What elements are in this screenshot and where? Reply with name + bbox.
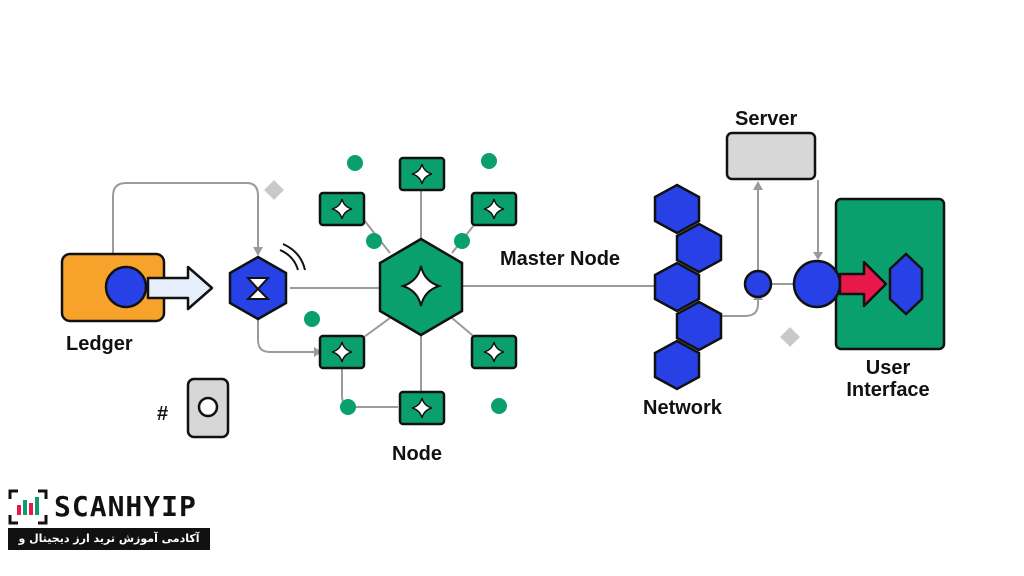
master-node-label: Master Node [500, 248, 620, 270]
green-dots [304, 153, 507, 415]
network-hexagon [653, 339, 701, 391]
validator [228, 243, 306, 321]
network-stack [653, 183, 723, 391]
ledger-label: Ledger [66, 333, 133, 355]
star-icon [411, 163, 433, 185]
node-label: Node [392, 443, 442, 465]
green-dot [454, 233, 470, 249]
star-icon [331, 198, 353, 220]
ledger-arrow [146, 265, 214, 311]
green-dot [491, 398, 507, 414]
peer-node-bottom-left [318, 334, 366, 370]
arrow-into-lower-node [314, 347, 322, 357]
network-hexagon [653, 261, 701, 313]
brand-tagline: آکادمی آموزش ترید ارز دیجیتال و فارکس [8, 528, 210, 567]
gray-diamond-top [264, 180, 284, 200]
hub-spoke-bottom-left [363, 317, 391, 338]
brand-row: SCANHYIP [8, 488, 212, 526]
arrow-into-validator [253, 247, 263, 256]
ledger-to-validator-line [112, 182, 259, 253]
ledger-circle [104, 265, 148, 309]
user-interface [792, 197, 946, 351]
network-to-server-line [700, 296, 759, 317]
green-dot [340, 399, 356, 415]
validator-to-lower-node-line [257, 320, 318, 353]
server-box [725, 131, 817, 181]
signal-icon [279, 243, 306, 271]
star-icon [331, 341, 353, 363]
user-interface-label-line1: User [866, 357, 911, 379]
star-icon [399, 265, 443, 307]
ledger [60, 252, 214, 323]
connectors [112, 180, 819, 408]
ui-input-circle [792, 259, 842, 309]
peer-node-top-right [470, 191, 518, 227]
green-dot [347, 155, 363, 171]
peer-node-top-left [318, 191, 366, 227]
user-interface-label-line2: Interface [846, 379, 929, 401]
green-dot [481, 153, 497, 169]
network-label: Network [643, 397, 723, 419]
star-icon [483, 198, 505, 220]
star-icon [411, 397, 433, 419]
brand-watermark: SCANHYIP آکادمی آموزش ترید ارز دیجیتال و… [8, 488, 212, 567]
green-dot [304, 311, 320, 327]
server-label: Server [735, 108, 797, 130]
peer-node-bottom [398, 390, 446, 426]
brand-name: SCANHYIP [54, 490, 197, 523]
hash-card: # [157, 377, 230, 439]
peer-node-top [398, 156, 446, 192]
gray-diamond-right [780, 327, 800, 347]
network-hexagon [675, 222, 723, 274]
ui-red-arrow [838, 260, 888, 308]
ui-blue-gem [888, 252, 924, 316]
star-icon [483, 341, 505, 363]
peer-nodes [318, 156, 518, 426]
hourglass-icon [245, 277, 271, 300]
arrow-into-server [753, 181, 763, 190]
scan-logo-icon [8, 489, 48, 525]
gray-card-hole [197, 396, 219, 418]
network-hexagon [653, 183, 701, 235]
central-node [378, 237, 464, 337]
network-hexagon [675, 300, 723, 352]
hash-label: # [157, 403, 168, 425]
junction-node [743, 269, 773, 299]
green-dot [366, 233, 382, 249]
arrow-into-ui [813, 252, 823, 260]
peer-node-bottom-right [470, 334, 518, 370]
